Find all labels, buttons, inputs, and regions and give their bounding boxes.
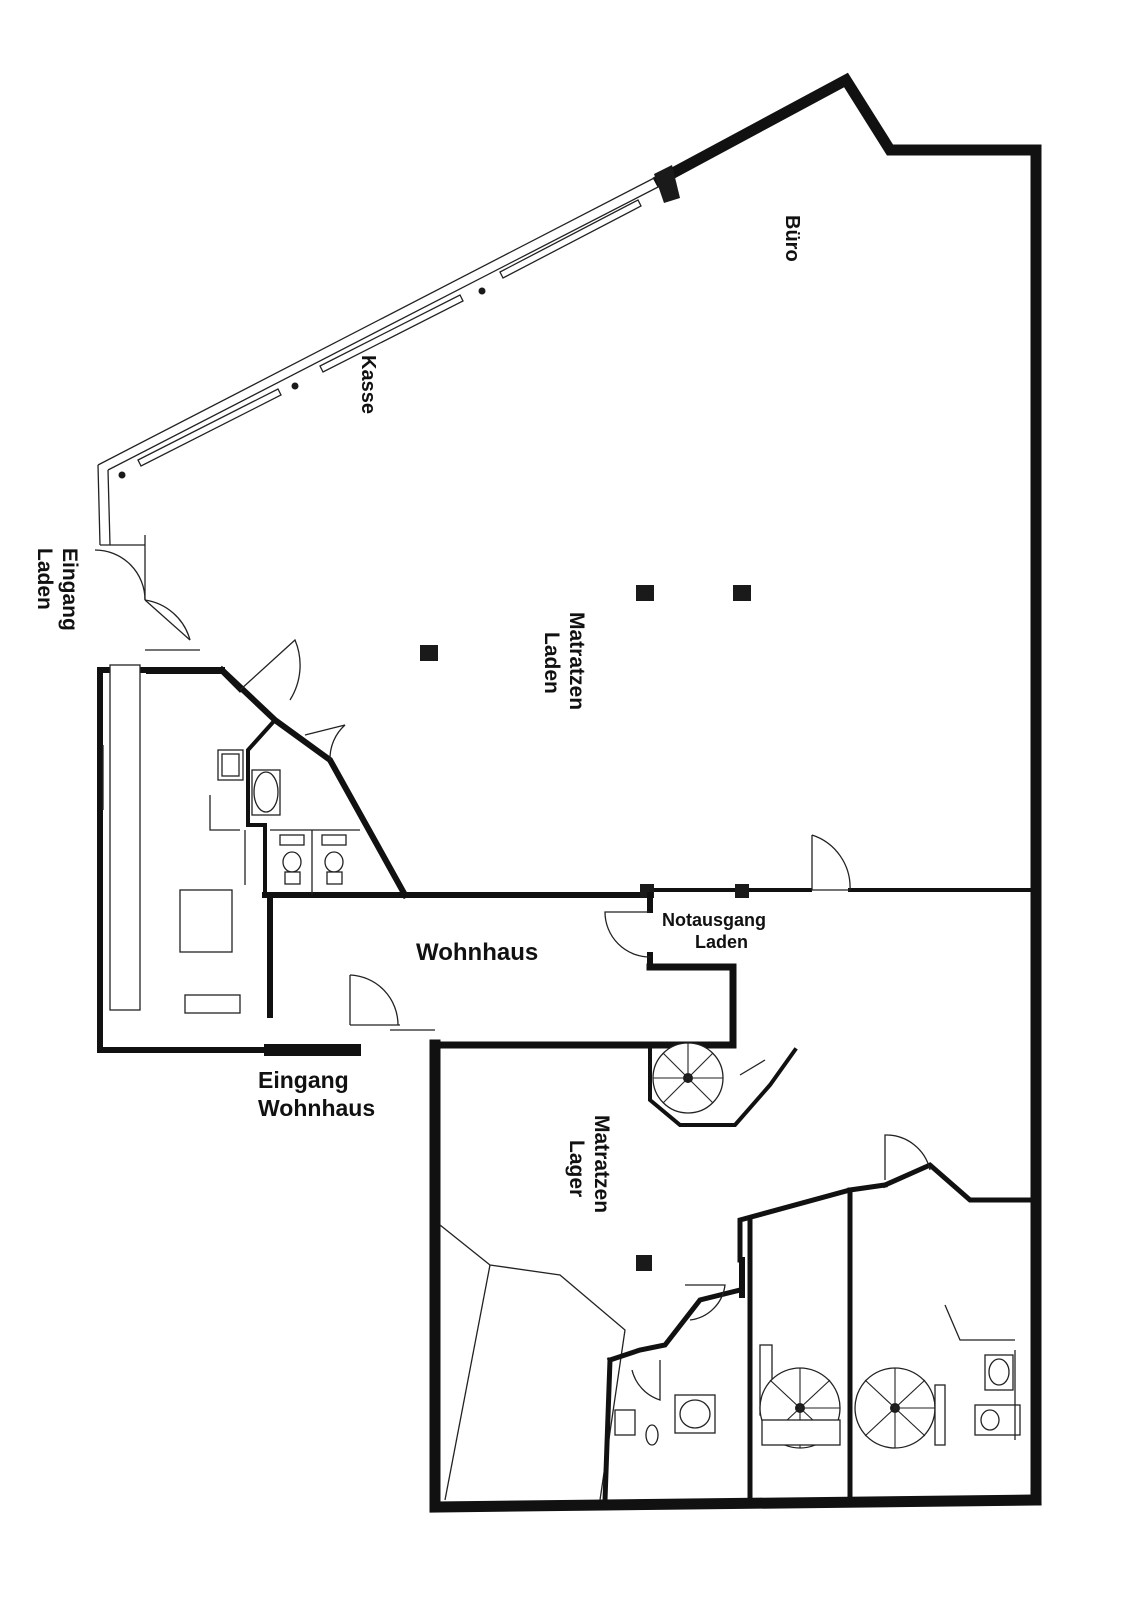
service-fixtures — [102, 664, 360, 1014]
label-notausgang-line2: Laden — [695, 932, 748, 952]
label-eingang-laden-line2: Laden — [33, 548, 56, 610]
label-eingang-wohnhaus-line1: Eingang — [258, 1067, 349, 1093]
laden-wohnhaus-wall — [262, 834, 1038, 1018]
label-wohnhaus: Wohnhaus — [416, 939, 538, 966]
shop-entrance-doors — [94, 549, 200, 651]
storage-rooms — [439, 1134, 1039, 1503]
label-buero: Büro — [781, 215, 803, 262]
label-matratzen-laden-line1: Matratzen — [565, 612, 588, 710]
shop-window-facade — [97, 165, 680, 555]
shop-service-wall — [217, 638, 410, 900]
label-matratzen-lager-line1: Matratzen — [590, 1115, 613, 1213]
label-notausgang-line1: Notausgang — [662, 910, 766, 930]
label-kasse: Kasse — [357, 355, 379, 414]
outer-walls — [97, 72, 1042, 1513]
columns — [420, 585, 751, 1271]
residential-entrance — [349, 974, 435, 1031]
label-matratzen-lager-line2: Lager — [565, 1140, 588, 1197]
label-eingang-wohnhaus-line2: Wohnhaus — [258, 1095, 375, 1121]
label-matratzen-laden-line2: Laden — [540, 632, 563, 694]
spiral-stair-1 — [648, 1042, 798, 1127]
label-eingang-laden-line1: Eingang — [58, 548, 81, 631]
